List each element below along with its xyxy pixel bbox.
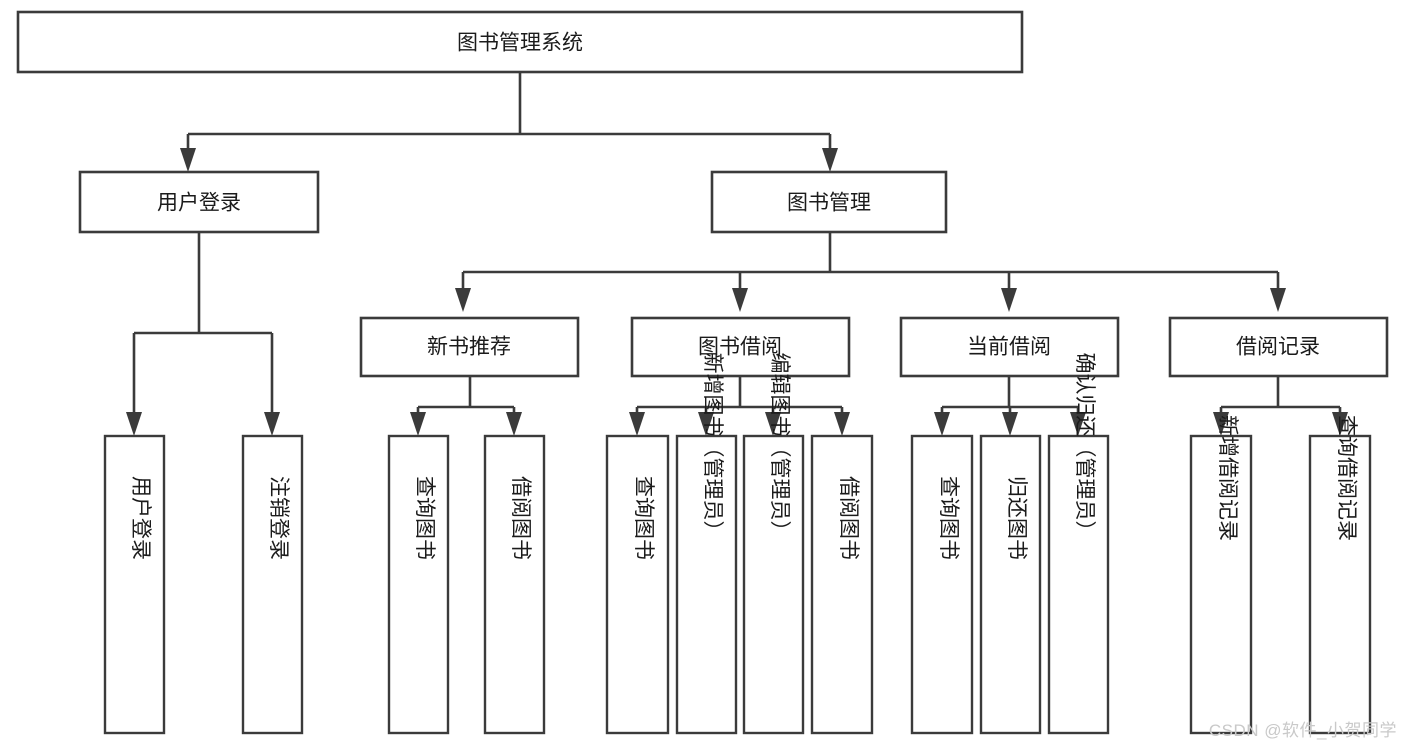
- leaf-user-login-1[interactable]: 用户登录: [103, 434, 166, 735]
- arrow-head-current-borrow-leaf-2: [1002, 412, 1018, 436]
- connector-group-root: [180, 72, 838, 172]
- arrow-head-level2-4: [1270, 288, 1286, 312]
- node-current-borrow[interactable]: 当前借阅: [899, 316, 1120, 378]
- arrow-head-user-login: [180, 148, 196, 172]
- node-book-management-label: 图书管理: [787, 192, 871, 215]
- leaf-current-borrow-2-label: 归还图书: [1005, 476, 1028, 560]
- leaf-current-borrow-3-box: [1047, 434, 1110, 735]
- leaf-borrow-record-2-label: 查询借阅记录: [1335, 415, 1358, 541]
- leaf-book-borrow-1-label: 查询图书: [632, 476, 655, 560]
- node-new-book-recommend-box: [359, 316, 580, 378]
- node-book-borrow[interactable]: 图书借阅: [630, 316, 851, 378]
- arrow-head-level2-3: [1001, 288, 1017, 312]
- leaf-borrow-record-1-box: [1189, 434, 1253, 735]
- leaf-current-borrow-3[interactable]: 确认归还（管理员）: [1047, 353, 1110, 735]
- leaf-current-borrow-3-label: 确认归还（管理员）: [1073, 353, 1096, 542]
- leaf-borrow-record-2-box: [1308, 434, 1372, 735]
- arrow-head-book-mgmt: [822, 148, 838, 172]
- leaf-user-login-1-label: 用户登录: [129, 476, 152, 560]
- arrow-head-user-login-leaf-1: [126, 412, 142, 436]
- arrow-head-user-login-leaf-2: [264, 412, 280, 436]
- leaf-current-borrow-1-box: [910, 434, 974, 735]
- leaf-current-borrow-1-label: 查询图书: [937, 476, 960, 560]
- leaf-user-login-2[interactable]: 注销登录: [241, 434, 304, 735]
- node-borrow-record-label: 借阅记录: [1236, 336, 1320, 359]
- arrow-head-current-borrow-leaf-1: [934, 412, 950, 436]
- leaf-book-borrow-4[interactable]: 借阅图书: [810, 434, 874, 735]
- arrow-head-book-borrow-leaf-4: [834, 412, 850, 436]
- arrow-head-new-book-leaf-1: [410, 412, 426, 436]
- node-book-borrow-box: [630, 316, 851, 378]
- node-book-management[interactable]: 图书管理: [710, 170, 948, 234]
- leaf-book-borrow-2-label: 新增图书（管理员）: [701, 353, 724, 542]
- leaf-user-login-1-box: [103, 434, 166, 735]
- leaf-borrow-record-1-label: 新增借阅记录: [1216, 415, 1239, 541]
- arrow-head-current-borrow-leaf-3: [1070, 412, 1086, 436]
- node-root-system[interactable]: 图书管理系统: [16, 10, 1024, 74]
- node-borrow-record-box: [1168, 316, 1389, 378]
- leaf-new-book-1-box: [387, 434, 450, 735]
- connector-group-current-borrow: [934, 376, 1086, 436]
- arrow-head-new-book-leaf-2: [506, 412, 522, 436]
- leaf-book-borrow-3-box: [742, 434, 805, 735]
- leaf-book-borrow-3-label: 编辑图书（管理员）: [768, 353, 791, 542]
- leaf-book-borrow-4-box: [810, 434, 874, 735]
- node-root-system-box: [16, 10, 1024, 74]
- node-root-system-label: 图书管理系统: [457, 32, 583, 55]
- leaf-new-book-2-label: 借阅图书: [509, 476, 532, 560]
- connector-group-new-book: [410, 376, 522, 436]
- leaf-new-book-2[interactable]: 借阅图书: [483, 434, 546, 735]
- leaf-book-borrow-1[interactable]: 查询图书: [605, 434, 670, 735]
- node-book-borrow-label: 图书借阅: [698, 336, 782, 359]
- arrow-head-book-borrow-leaf-3: [765, 412, 781, 436]
- connector-group-book-borrow: [629, 376, 850, 436]
- node-current-borrow-box: [899, 316, 1120, 378]
- connector-group-book-mgmt: [455, 232, 1286, 312]
- arrow-head-borrow-record-leaf-1: [1213, 412, 1229, 436]
- node-borrow-record[interactable]: 借阅记录: [1168, 316, 1389, 378]
- arrow-head-book-borrow-leaf-2: [698, 412, 714, 436]
- leaf-current-borrow-1[interactable]: 查询图书: [910, 434, 974, 735]
- node-book-management-box: [710, 170, 948, 234]
- node-user-login[interactable]: 用户登录: [78, 170, 320, 234]
- leaf-user-login-2-label: 注销登录: [267, 476, 290, 560]
- leaf-book-borrow-3[interactable]: 编辑图书（管理员）: [742, 353, 805, 735]
- leaf-user-login-2-box: [241, 434, 304, 735]
- leaf-borrow-record-1[interactable]: 新增借阅记录: [1189, 415, 1253, 735]
- arrow-head-level2-2: [732, 288, 748, 312]
- leaf-current-borrow-2[interactable]: 归还图书: [979, 434, 1042, 735]
- leaf-book-borrow-4-label: 借阅图书: [837, 476, 860, 560]
- leaf-book-borrow-2[interactable]: 新增图书（管理员）: [675, 353, 738, 735]
- node-user-login-box: [78, 170, 320, 234]
- node-user-login-label: 用户登录: [157, 192, 241, 215]
- arrow-head-book-borrow-leaf-1: [629, 412, 645, 436]
- leaf-new-book-2-box: [483, 434, 546, 735]
- node-new-book-recommend-label: 新书推荐: [427, 336, 511, 359]
- leaf-new-book-1[interactable]: 查询图书: [387, 434, 450, 735]
- connector-group-user-login: [126, 232, 280, 436]
- leaf-borrow-record-2[interactable]: 查询借阅记录: [1308, 415, 1372, 735]
- leaf-current-borrow-2-box: [979, 434, 1042, 735]
- arrow-head-borrow-record-leaf-2: [1332, 412, 1348, 436]
- connector-group-borrow-record: [1213, 376, 1348, 436]
- arrow-head-level2-1: [455, 288, 471, 312]
- leaf-book-borrow-2-box: [675, 434, 738, 735]
- node-new-book-recommend[interactable]: 新书推荐: [359, 316, 580, 378]
- node-current-borrow-label: 当前借阅: [967, 336, 1051, 359]
- leaf-new-book-1-label: 查询图书: [413, 476, 436, 560]
- leaf-book-borrow-1-box: [605, 434, 670, 735]
